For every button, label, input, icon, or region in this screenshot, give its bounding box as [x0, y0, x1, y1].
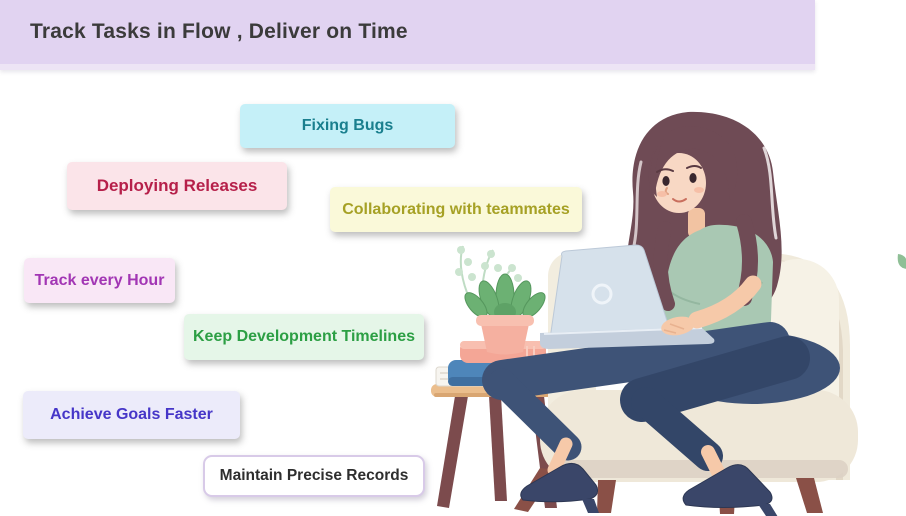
tag-track-every-hour: Track every Hour [24, 258, 175, 303]
tag-fixing-bugs: Fixing Bugs [240, 104, 455, 148]
laptop-logo-icon [591, 283, 613, 305]
leaf-accent [897, 254, 906, 269]
jeans-legs [482, 322, 840, 471]
tag-maintain-precise-records: Maintain Precise Records [203, 455, 425, 497]
hair-front [648, 126, 738, 200]
tag-collaborating-with-teammates: Collaborating with teammates [330, 187, 582, 232]
page-title: Track Tasks in Flow , Deliver on Time [30, 20, 408, 43]
title-banner: Track Tasks in Flow , Deliver on Time [0, 0, 815, 70]
potted-plant [455, 245, 546, 355]
tag-achieve-goals-faster: Achieve Goals Faster [23, 391, 240, 439]
woman [482, 111, 840, 516]
tag-keep-development-timelines: Keep Development Timelines [184, 314, 424, 360]
arm-hand [661, 275, 762, 336]
face-features [656, 165, 704, 203]
woman-working-illustration [431, 111, 906, 516]
tag-deploying-releases: Deploying Releases [67, 162, 287, 210]
high-heel-shoes [520, 463, 778, 516]
face [652, 153, 706, 213]
